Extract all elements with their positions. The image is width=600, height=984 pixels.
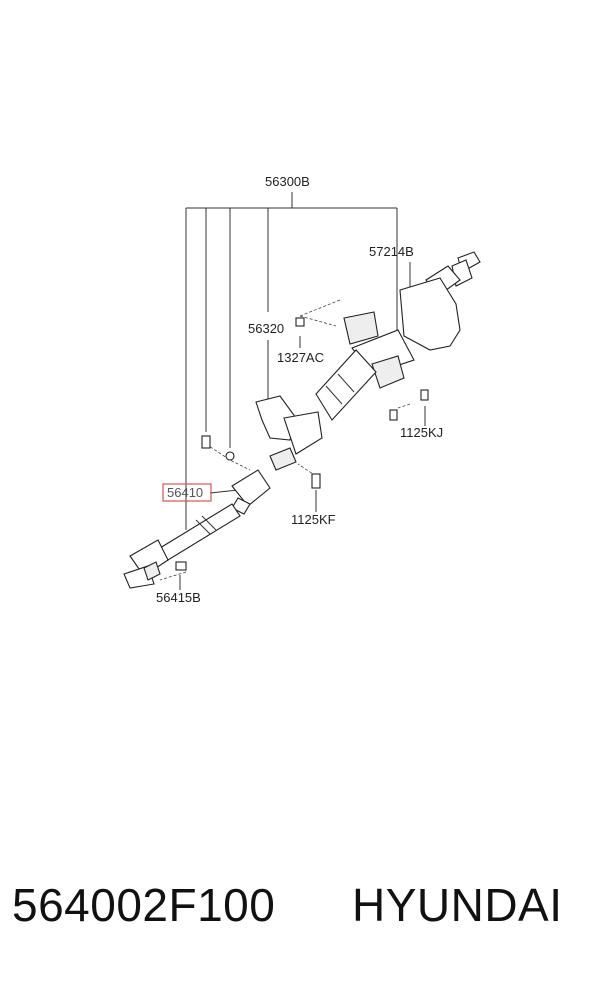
callout-labels: 56300B 57214B 56320 1327AC 1125KJ 56410 … xyxy=(156,174,443,605)
leader-lines xyxy=(159,192,426,590)
part-number: 564002F100 xyxy=(12,879,276,931)
highlight-box xyxy=(162,483,212,502)
callout-1125KJ: 1125KJ xyxy=(400,425,443,440)
callout-1125KF: 1125KF xyxy=(291,512,336,527)
callout-56415B: 56415B xyxy=(156,590,201,605)
steering-column-illustration xyxy=(123,251,481,589)
callout-56300B: 56300B xyxy=(265,174,310,189)
callout-1327AC: 1327AC xyxy=(277,350,324,365)
brand-name: HYUNDAI xyxy=(352,879,563,931)
footer: 564002F100 HYUNDAI xyxy=(0,878,600,948)
callout-57214B: 57214B xyxy=(369,244,414,259)
callout-56410: 56410 xyxy=(167,485,203,500)
callout-56320: 56320 xyxy=(248,321,284,336)
